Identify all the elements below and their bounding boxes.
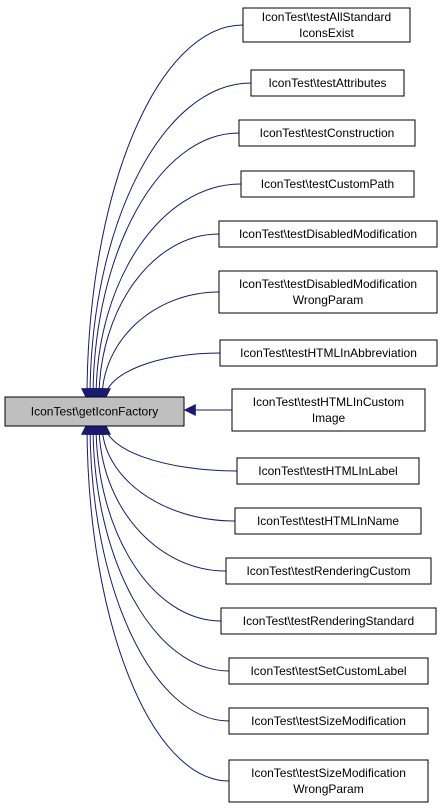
caller-node-testSetCustomLabel[interactable]: IconTest\testSetCustomLabel [228,657,429,685]
call-edge-testAllStandardIconsExist [81,24,244,401]
caller-node-testDisabledModification-box [218,220,438,248]
caller-node-testHTMLInCustomImage-label-line: Image [312,411,346,425]
caller-node-testHTMLInName-label-line: IconTest\testHTMLInName [257,514,399,528]
caller-node-testRenderingCustom-box [225,557,432,585]
caller-node-testRenderingCustom[interactable]: IconTest\testRenderingCustom [225,557,432,585]
call-edge-testAttributes [84,82,252,401]
nodes: IconTest\getIconFactory IconTest\testAllS… [4,7,438,803]
caller-node-testRenderingStandard-box [220,607,437,635]
caller-node-testHTMLInAbbreviation-box [219,339,438,367]
call-edge-testConstruction [87,132,240,401]
caller-node-testHTMLInCustomImage-label-line: IconTest\testHTMLInCustom [253,395,404,409]
root-node-getIconFactory-box [4,396,185,427]
caller-node-testAllStandardIconsExist-label-line: IconsExist [299,26,354,40]
root-node-getIconFactory-label-line: IconTest\getIconFactory [31,405,158,419]
caller-node-testRenderingStandard-label-line: IconTest\testRenderingStandard [243,614,414,628]
call-edge-testHTMLInName [96,422,236,522]
call-edge-testHTMLInAbbreviation [99,352,221,401]
caller-node-testSizeModification-box [228,707,429,735]
caller-node-testConstruction-label-line: IconTest\testConstruction [260,126,395,140]
caller-node-testAllStandardIconsExist-box [242,7,411,43]
caller-node-testRenderingStandard[interactable]: IconTest\testRenderingStandard [220,607,437,635]
caller-node-testDisabledModificationWrongParam[interactable]: IconTest\testDisabledModificationWrongPa… [218,270,438,314]
caller-node-testRenderingCustom-label-line: IconTest\testRenderingCustom [246,564,410,578]
call-edge-testSizeModification [84,422,230,722]
caller-node-testCustomPath[interactable]: IconTest\testCustomPath [240,170,415,198]
call-edge-testDisabledModificationWrongParam [96,291,220,401]
root-node-getIconFactory[interactable]: IconTest\getIconFactory [4,396,185,427]
caller-node-testSizeModificationWrongParam-label-line: IconTest\testSizeModification [251,766,406,780]
caller-node-testConstruction[interactable]: IconTest\testConstruction [238,119,416,147]
call-edge-testCustomPath [90,183,242,401]
call-edge-testSizeModificationWrongParam [81,422,230,782]
call-edge-testSetCustomLabel [87,422,230,672]
caller-node-testSizeModification[interactable]: IconTest\testSizeModification [228,707,429,735]
caller-node-testAttributes-box [250,69,405,97]
caller-node-testSetCustomLabel-box [228,657,429,685]
call-edge-testHTMLInLabel [99,422,238,472]
caller-node-testDisabledModification[interactable]: IconTest\testDisabledModification [218,220,438,248]
caller-node-testHTMLInAbbreviation-label-line: IconTest\testHTMLInAbbreviation [240,346,417,360]
caller-node-testDisabledModificationWrongParam-label-line: IconTest\testDisabledModification [239,277,417,291]
edges [81,24,252,782]
caller-node-testAllStandardIconsExist-label-line: IconTest\testAllStandard [262,10,391,24]
caller-node-testDisabledModificationWrongParam-box [218,270,438,314]
caller-node-testHTMLInLabel[interactable]: IconTest\testHTMLInLabel [236,457,420,485]
caller-node-testCustomPath-box [240,170,415,198]
call-edge-testRenderingCustom [93,422,227,572]
caller-node-testSetCustomLabel-label-line: IconTest\testSetCustomLabel [250,664,406,678]
call-edge-testRenderingStandard [90,422,222,622]
caller-node-testHTMLInLabel-label-line: IconTest\testHTMLInLabel [258,464,397,478]
caller-node-testDisabledModificationWrongParam-label-line: WrongParam [293,293,363,307]
caller-node-testSizeModificationWrongParam-label-line: WrongParam [293,782,363,796]
caller-node-testHTMLInName-box [234,507,422,535]
caller-node-testAttributes[interactable]: IconTest\testAttributes [250,69,405,97]
caller-node-testAttributes-label-line: IconTest\testAttributes [268,76,386,90]
caller-node-testHTMLInName[interactable]: IconTest\testHTMLInName [234,507,422,535]
caller-node-testHTMLInCustomImage-box [231,388,426,432]
caller-node-testHTMLInLabel-box [236,457,420,485]
caller-node-testSizeModification-label-line: IconTest\testSizeModification [251,714,406,728]
caller-node-testCustomPath-label-line: IconTest\testCustomPath [261,177,394,191]
caller-node-testConstruction-box [238,119,416,147]
caller-node-testDisabledModification-label-line: IconTest\testDisabledModification [239,227,417,241]
call-edge-testDisabledModification [93,233,220,401]
caller-node-testSizeModificationWrongParam-box [228,759,429,803]
caller-node-testHTMLInAbbreviation[interactable]: IconTest\testHTMLInAbbreviation [219,339,438,367]
